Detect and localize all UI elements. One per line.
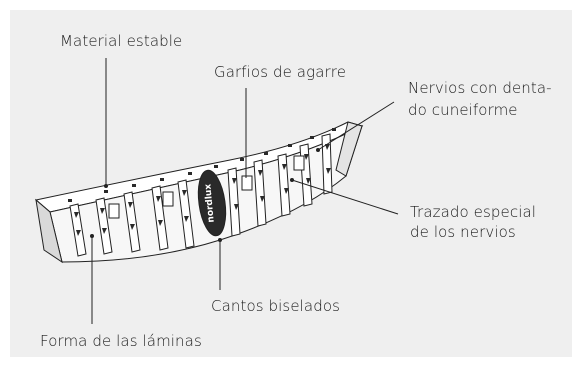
wedge-tooth <box>260 196 265 202</box>
label-nervios-line2: do cuneiforme <box>408 101 518 119</box>
rib <box>123 191 141 253</box>
blade-left-end <box>35 198 63 264</box>
wedge-tooth <box>306 178 311 184</box>
top-nub <box>188 172 192 175</box>
top-nub <box>332 128 336 131</box>
wedge-tooth <box>76 230 81 236</box>
rib <box>227 167 241 237</box>
grip-hooks <box>108 155 305 219</box>
leader-dots <box>90 148 320 242</box>
wedge-tooth <box>234 204 239 210</box>
rib <box>277 153 291 217</box>
wedge-tooth <box>326 168 331 174</box>
leader-dot <box>90 234 94 238</box>
top-nub <box>132 184 136 187</box>
grip-hook <box>293 155 305 171</box>
wedge-teeth <box>74 144 331 236</box>
top-nubs <box>68 128 336 202</box>
leader-dot <box>316 148 320 152</box>
rib <box>95 197 113 255</box>
label-cantos-biselados: Cantos biselados <box>211 297 341 315</box>
wedge-tooth <box>74 212 79 218</box>
top-nub <box>288 144 292 147</box>
wedge-tooth <box>158 220 163 226</box>
logo-emblem: nordlux <box>197 169 227 237</box>
wedge-tooth <box>304 154 309 160</box>
wedge-tooth <box>130 224 135 230</box>
grip-hook <box>108 203 120 219</box>
wedge-tooth <box>284 188 289 194</box>
rib <box>253 159 267 227</box>
top-nub <box>310 136 314 139</box>
logo-text: nordlux <box>203 183 216 223</box>
wedge-tooth <box>325 144 330 150</box>
leader-lines <box>91 58 399 324</box>
wedge-tooth <box>100 208 105 214</box>
label-nervios-line1: Nervios con denta- <box>408 79 552 97</box>
wedge-tooth <box>282 164 287 170</box>
top-nub <box>68 199 72 202</box>
wedge-tooth <box>128 202 133 208</box>
label-forma-de-las-laminas: Forma de las láminas <box>40 332 202 350</box>
label-material-estable: Material estable <box>60 32 183 50</box>
rib <box>151 185 169 251</box>
top-nub <box>264 152 268 155</box>
wedge-tooth <box>102 228 107 234</box>
label-trazado-line2: de los nervios <box>410 223 516 241</box>
leader-trazado <box>291 179 399 215</box>
label-garfios-de-agarre: Garfios de agarre <box>214 63 347 81</box>
ribs <box>69 133 333 257</box>
rib <box>321 133 333 195</box>
top-nub <box>160 178 164 181</box>
grip-hook <box>162 191 174 207</box>
wedge-tooth <box>184 216 189 222</box>
leader-nervios <box>317 101 395 151</box>
top-nub <box>240 158 244 161</box>
leader-dot <box>290 178 294 182</box>
rib <box>177 179 195 249</box>
top-nub <box>104 190 108 193</box>
grip-hook <box>241 175 253 191</box>
label-trazado-line1: Trazado especial <box>410 203 537 221</box>
wedge-tooth <box>258 170 263 176</box>
wedge-tooth <box>182 190 187 196</box>
top-nub <box>214 165 218 168</box>
leader-dot <box>218 238 222 242</box>
wedge-tooth <box>232 178 237 184</box>
wedge-tooth <box>156 196 161 202</box>
leader-dot <box>104 184 108 188</box>
